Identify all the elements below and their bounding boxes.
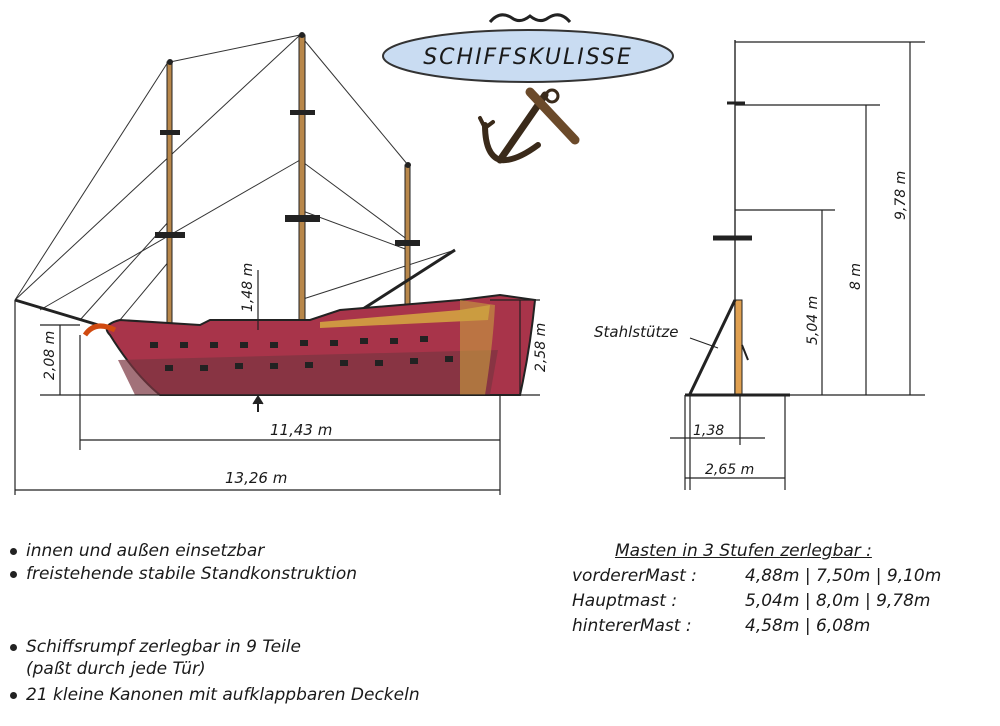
dim-mast-step: 1,48 m [240, 263, 256, 312]
dim-height-3: 9,78 m [893, 171, 909, 220]
dim-height-1: 5,04 m [805, 296, 821, 345]
dim-stern-height: 2,58 m [533, 323, 549, 372]
ornament-icon [488, 13, 572, 24]
front-view [685, 40, 790, 397]
mast-row-name: Hauptmast : [572, 591, 678, 611]
mast-row-values: 5,04m | 8,0m | 9,78m [745, 591, 931, 611]
feature-item: innen und außen einsetzbar [10, 540, 264, 563]
feature-note: (paßt durch jede Tür) [26, 659, 206, 679]
feature-item: freistehende stabile Standkonstruktion [10, 563, 357, 586]
dim-base-width: 2,65 m [705, 462, 754, 478]
title: SCHIFFSKULISSE [423, 45, 633, 70]
masts [155, 32, 456, 336]
rigging [14, 34, 456, 321]
ship-hull [82, 293, 537, 396]
feature-item: Schiffsrumpf zerlegbar in 9 Teile [10, 636, 301, 659]
anchor-icon [478, 87, 580, 164]
dim-base-inner: 1,38 [693, 423, 724, 439]
masts-heading: Masten in 3 Stufen zerlegbar : [615, 541, 872, 561]
dim-total-length: 13,26 m [225, 469, 287, 487]
mast-row-values: 4,88m | 7,50m | 9,10m [745, 566, 942, 586]
dim-hull-length: 11,43 m [270, 421, 332, 439]
dim-height-2: 8 m [848, 263, 864, 290]
front-dimensions [670, 41, 925, 490]
mast-row-name: hintererMast : [572, 616, 692, 636]
feature-item: 21 kleine Kanonen mit aufklappbaren Deck… [10, 684, 420, 707]
mast-row-values: 4,58m | 6,08m [745, 616, 871, 636]
dim-bow-height: 2,08 m [42, 331, 58, 380]
side-dimensions [14, 270, 540, 495]
support-label: Stahlstütze [594, 323, 678, 341]
title-cartouche: SCHIFFSKULISSE [382, 13, 674, 83]
mast-row-name: vordererMast : [572, 566, 697, 586]
